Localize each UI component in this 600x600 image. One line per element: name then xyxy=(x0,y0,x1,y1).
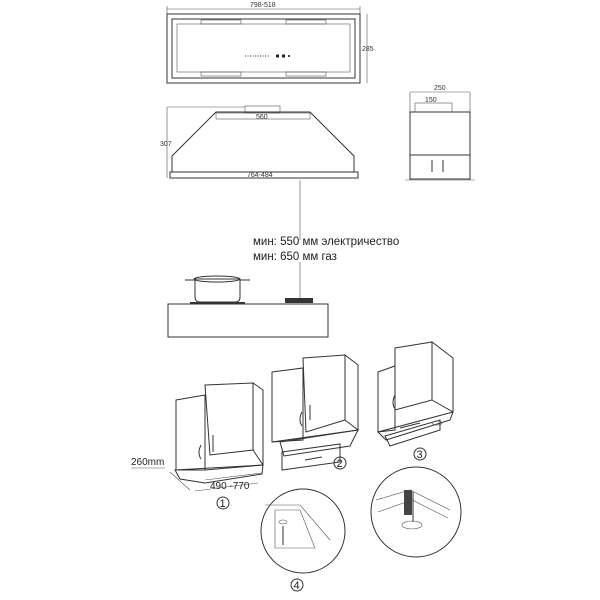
step-2-marker xyxy=(333,456,347,470)
cooktop-drawing xyxy=(167,262,329,338)
top-depth-dimension: 285 xyxy=(362,46,374,53)
top-width-dimension: 798-518 xyxy=(250,2,276,9)
top-view-drawing xyxy=(166,6,368,84)
front-bottom-width-dimension: 764-484 xyxy=(247,172,273,179)
step-2-cabinet xyxy=(271,353,359,471)
detail-circle-step-3 xyxy=(370,466,462,558)
front-top-width-dimension: 560 xyxy=(256,114,268,121)
side-outlet-dimension: 150 xyxy=(425,97,437,104)
step-3-cabinet xyxy=(377,340,454,447)
step-3-marker xyxy=(413,447,427,461)
step-1-marker xyxy=(216,496,230,510)
front-view-drawing xyxy=(166,105,359,240)
step-2-number: 2 xyxy=(337,458,343,470)
electric-clearance-note: мин: 550 мм электричество xyxy=(253,236,399,248)
width-range-label: 490 -770 xyxy=(210,481,250,492)
step-1-cabinet xyxy=(131,382,264,492)
gas-clearance-note: мин: 650 мм газ xyxy=(253,251,337,263)
step-4-marker xyxy=(290,578,304,592)
front-height-dimension: 307 xyxy=(160,141,172,148)
step-3-number: 3 xyxy=(417,449,423,461)
depth-260mm-label: 260mm xyxy=(131,457,164,468)
step-4-number: 4 xyxy=(294,580,300,592)
step-1-number: 1 xyxy=(220,498,226,510)
side-view-drawing xyxy=(405,91,475,181)
detail-circle-step-4 xyxy=(260,488,346,574)
side-depth-dimension: 250 xyxy=(434,85,446,92)
